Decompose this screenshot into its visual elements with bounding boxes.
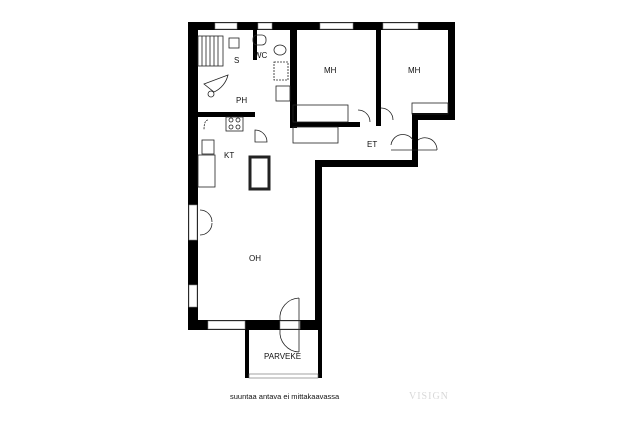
room-label-balcony: PARVEKE xyxy=(264,352,301,361)
scale-disclaimer: suuntaa antava ei mittakaavassa xyxy=(230,392,340,401)
room-label-living-room: OH xyxy=(249,254,261,263)
room-label-bedroom-2: MH xyxy=(408,66,421,75)
watermark-logo: VISIGN xyxy=(409,391,449,402)
room-label-bedroom-1: MH xyxy=(324,66,337,75)
room-label-kitchen: KT xyxy=(224,151,234,160)
room-label-wc: WC xyxy=(254,51,268,60)
windows xyxy=(188,22,419,379)
fixtures xyxy=(197,34,449,353)
room-labels: S WC MH MH PH KT ET OH PARVEKE xyxy=(224,51,421,361)
room-label-bathroom: PH xyxy=(236,96,247,105)
room-label-hall: ET xyxy=(367,140,377,149)
room-label-sauna: S xyxy=(234,56,239,65)
